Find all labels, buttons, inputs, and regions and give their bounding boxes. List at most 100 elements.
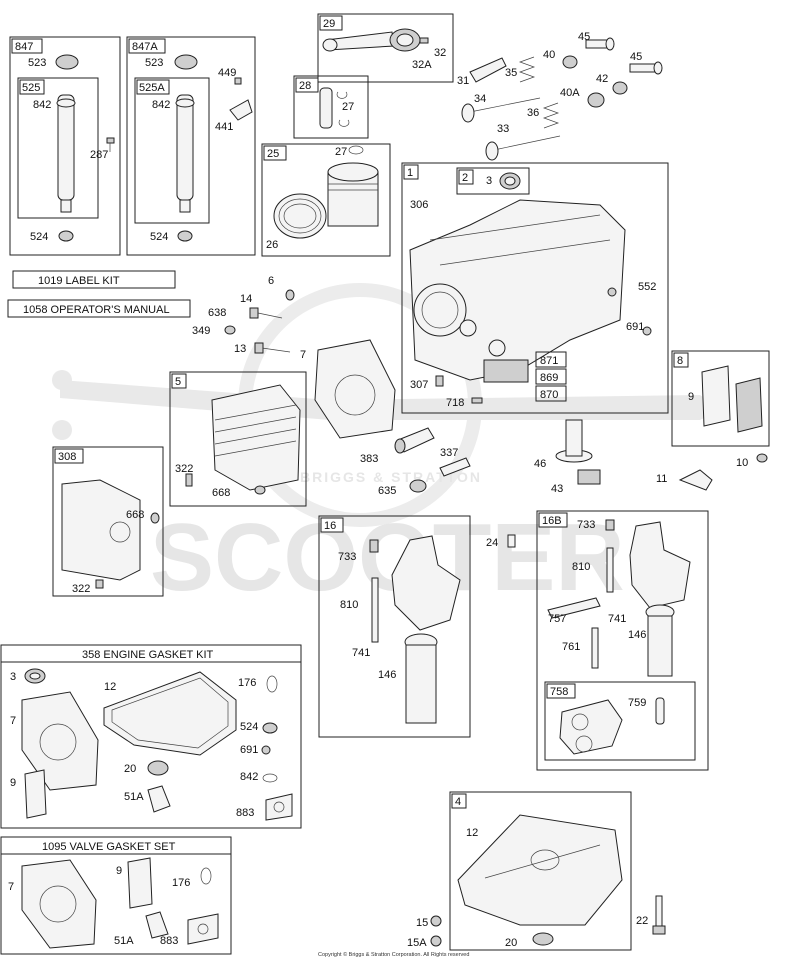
callout: 337 (440, 447, 458, 459)
group-29[interactable]: 29 32 32A (317, 13, 454, 83)
group-label: 8 (677, 355, 683, 367)
group-label: 308 (58, 451, 76, 463)
screw-icon (106, 137, 115, 152)
callout: 40A (560, 87, 580, 99)
piston-rings (273, 193, 327, 239)
group-28[interactable]: 28 27 (293, 75, 369, 139)
group-16[interactable]: 16 733 810 741 146 (318, 515, 471, 738)
kit-1095[interactable]: 1095 VALVE GASKET SET 7 9 176 51A 883 (0, 836, 232, 955)
group-8[interactable]: 8 9 (671, 350, 770, 447)
callout: 810 (340, 599, 358, 611)
head-gasket[interactable]: 7 (300, 339, 396, 439)
callout: 146 (378, 669, 396, 681)
callout: 22 (636, 915, 648, 927)
callout: 27 (335, 146, 347, 158)
air-shroud (61, 479, 141, 581)
callout: 51A (114, 935, 134, 947)
callout: 9 (10, 777, 16, 789)
callout: 383 (360, 453, 378, 465)
group-label: 758 (550, 686, 568, 698)
callout: 7 (10, 715, 16, 727)
callout: 51A (124, 791, 144, 803)
operators-manual[interactable]: 1058 OPERATOR'S MANUAL (7, 299, 191, 318)
callout: 869 (540, 372, 558, 384)
kit-title: 1058 OPERATOR'S MANUAL (23, 304, 170, 316)
callout: 31 (457, 75, 469, 87)
callout: 668 (212, 487, 230, 499)
callout: 883 (236, 807, 254, 819)
callout: 7 (8, 881, 14, 893)
callout: 322 (72, 583, 90, 595)
callout: 668 (126, 509, 144, 521)
callout: 635 (378, 485, 396, 497)
callout: 552 (638, 281, 656, 293)
callout: 441 (215, 121, 233, 133)
crankshaft-balanced (629, 521, 691, 609)
callout: 9 (688, 391, 694, 403)
callout: 6 (268, 275, 274, 287)
callout: 33 (497, 123, 509, 135)
kit-358[interactable]: 358 ENGINE GASKET KIT 3 12 176 7 524 691… (0, 644, 302, 829)
kit-title: 1019 LABEL KIT (38, 275, 120, 287)
balancer-weight (559, 699, 623, 755)
callout: 9 (116, 865, 122, 877)
dipstick-cap (55, 54, 79, 70)
group-25[interactable]: 25 27 26 (261, 143, 391, 257)
callout: 12 (466, 827, 478, 839)
callout: 27 (342, 101, 354, 113)
callout: 3 (10, 671, 16, 683)
callout: 524 (150, 231, 168, 243)
valve-train[interactable]: 45 40 45 31 35 42 34 40A 36 33 (457, 31, 663, 161)
crankshaft (391, 535, 461, 631)
callout: 741 (352, 647, 370, 659)
group-847[interactable]: 847 525 523 842 287 524 (9, 36, 121, 256)
head-bolts[interactable]: 6 14 638 349 13 (192, 275, 295, 355)
callout: 870 (540, 389, 558, 401)
group-label: 847 (15, 41, 33, 53)
callout: 759 (628, 697, 646, 709)
callout: 842 (152, 99, 170, 111)
callout: 287 (90, 149, 108, 161)
group-label: 16 (324, 520, 336, 532)
group-5[interactable]: 5 322 668 (169, 371, 307, 507)
wrist-pin (319, 87, 333, 129)
watermark-sub: BRIGGS & STRATTON (300, 469, 482, 485)
group-label: 847A (132, 41, 158, 53)
callout: 15 (416, 917, 428, 929)
group-label: 2 (462, 172, 468, 184)
misc-center-parts[interactable]: 383 337 635 46 43 11 10 24 (360, 419, 768, 549)
callout: 12 (104, 681, 116, 693)
spark-plug (439, 457, 471, 477)
group-1[interactable]: 1 2 3 871 869 870 306 552 691 307 718 (401, 162, 669, 414)
callout: 842 (33, 99, 51, 111)
callout: 45 (578, 31, 590, 43)
callout: 34 (474, 93, 486, 105)
dipstick-tube (57, 94, 75, 201)
label-kit[interactable]: 1019 LABEL KIT (12, 270, 176, 289)
group-847A[interactable]: 847A 525A 523 449 842 441 524 (126, 36, 256, 256)
callout: 741 (608, 613, 626, 625)
valve-spring (542, 102, 560, 129)
callout: 307 (410, 379, 428, 391)
group-label: 4 (455, 796, 461, 808)
callout: 883 (160, 935, 178, 947)
callout: 15A (407, 937, 427, 949)
callout: 26 (266, 239, 278, 251)
callout: 761 (562, 641, 580, 653)
group-4[interactable]: 4 12 (449, 791, 632, 951)
callout: 733 (577, 519, 595, 531)
callout: 349 (192, 325, 210, 337)
callout: 842 (240, 771, 258, 783)
group-label: 1 (407, 167, 413, 179)
sump-hardware[interactable]: 15 15A 20 22 (407, 895, 666, 949)
group-308[interactable]: 308 668 322 (52, 446, 164, 597)
group-16B[interactable]: 16B 733 810 757 741 146 761 758 759 (536, 510, 709, 771)
callout: 449 (218, 67, 236, 79)
callout: 46 (534, 458, 546, 470)
callout: 524 (30, 231, 48, 243)
callout: 638 (208, 307, 226, 319)
callout: 718 (446, 397, 464, 409)
callout: 14 (240, 293, 252, 305)
callout: 45 (630, 51, 642, 63)
